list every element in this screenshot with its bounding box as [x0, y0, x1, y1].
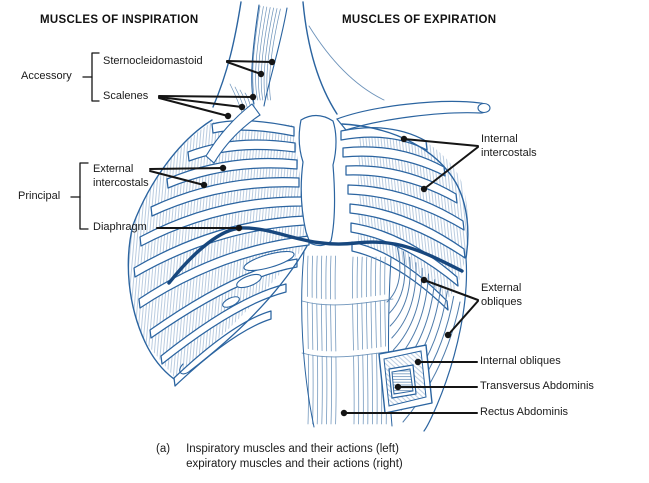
diaphragm-line	[167, 226, 464, 285]
figure-caption: (a) Inspiratory muscles and their action…	[156, 442, 403, 472]
group-label-accessory: Accessory	[21, 70, 72, 82]
leader-scalenes	[158, 93, 257, 120]
leader-rectus-abdominis	[340, 409, 478, 417]
label-diaphragm: Diaphragm	[93, 221, 147, 233]
label-rectus-abdominis: Rectus Abdominis	[480, 406, 569, 418]
label-sternocleidomastoid: Sternocleidomastoid	[103, 55, 203, 67]
label-external-obliques: External obliques	[481, 282, 522, 309]
label-external-intercostals-line1: External	[93, 163, 134, 175]
caption-line1: Inspiratory muscles and their actions (l…	[186, 443, 399, 455]
leader-diaphragm	[156, 224, 243, 232]
leader-external-obliques	[420, 276, 479, 339]
window-inset	[378, 344, 433, 414]
label-internal-intercostals: Internal intercostals	[481, 133, 537, 160]
caption-text: Inspiratory muscles and their actions (l…	[186, 442, 403, 472]
label-external-intercostals-line2: intercostals	[93, 176, 149, 189]
label-external-obliques-line2: obliques	[481, 295, 522, 308]
label-external-intercostals: External intercostals	[93, 163, 149, 190]
label-internal-intercostals-line1: Internal	[481, 133, 518, 145]
leader-external-intercostals	[149, 164, 227, 189]
leader-sternocleidomastoid	[226, 58, 276, 78]
leader-internal-obliques	[414, 358, 478, 366]
title-expiration: MUSCLES OF EXPIRATION	[342, 14, 497, 26]
brackets	[70, 52, 100, 230]
title-inspiration: MUSCLES OF INSPIRATION	[40, 14, 199, 26]
label-internal-intercostals-line2: intercostals	[481, 146, 537, 159]
ribcage-right	[340, 127, 466, 311]
clavicles	[205, 100, 491, 164]
label-transversus-abdominis: Transversus Abdominis	[480, 380, 594, 392]
label-internal-obliques: Internal obliques	[480, 355, 561, 367]
leader-transversus-abdominis	[394, 383, 478, 391]
sternum	[298, 115, 337, 247]
abdomen-muscles	[299, 245, 461, 428]
leader-lines	[149, 58, 479, 417]
label-scalenes: Scalenes	[103, 90, 149, 102]
caption-line2: expiratory muscles and their actions (ri…	[186, 458, 403, 470]
caption-marker: (a)	[156, 443, 171, 455]
group-label-principal: Principal	[18, 190, 61, 202]
label-external-obliques-line1: External	[481, 282, 522, 294]
ribcage-left	[133, 120, 310, 387]
leader-internal-intercostals	[400, 135, 479, 193]
